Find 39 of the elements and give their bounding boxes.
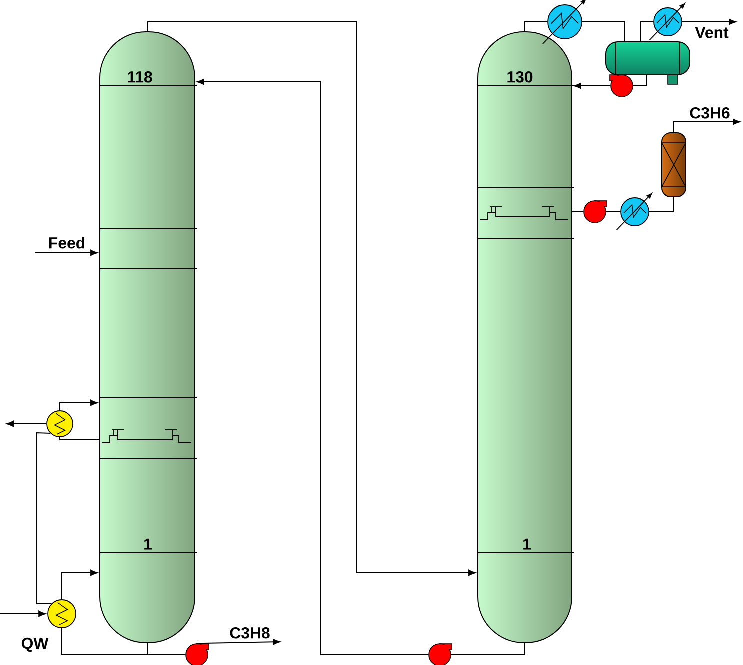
pump bbox=[610, 74, 634, 98]
flow-arrow bbox=[6, 420, 48, 428]
pipe-line bbox=[524, 22, 548, 32]
flow-arrow bbox=[197, 78, 430, 656]
pipe-line bbox=[62, 628, 149, 656]
pipe-line bbox=[450, 643, 526, 656]
flow-arrow bbox=[0, 610, 46, 618]
flow-arrow bbox=[34, 250, 98, 256]
heat-exchanger bbox=[542, 0, 586, 45]
pump bbox=[428, 644, 452, 665]
heat-exchanger bbox=[616, 193, 652, 231]
pipe-line bbox=[582, 22, 626, 42]
pipe-line bbox=[60, 436, 100, 440]
pump bbox=[584, 200, 608, 224]
flow-arrow bbox=[574, 82, 612, 90]
flow-arrow bbox=[682, 18, 737, 26]
flow-arrow bbox=[674, 118, 741, 133]
stream-label: C3H6 bbox=[688, 106, 732, 120]
stream-label: Vent bbox=[694, 26, 730, 40]
stream-label: QW bbox=[22, 638, 49, 652]
flow-arrow bbox=[62, 570, 98, 600]
heat-exchanger bbox=[46, 410, 74, 438]
pipe-line bbox=[640, 22, 654, 42]
pipe-line bbox=[147, 643, 186, 656]
pump bbox=[186, 644, 210, 665]
pipe-line bbox=[648, 197, 674, 212]
heat-exchanger bbox=[649, 3, 686, 41]
stream-label: C3H8 bbox=[228, 626, 272, 640]
pipe-line bbox=[632, 75, 648, 86]
stream-label: Feed bbox=[49, 237, 85, 249]
flow-arrow bbox=[60, 400, 98, 412]
distillation-column: 118 1 bbox=[100, 32, 198, 644]
pipe-line bbox=[36, 432, 52, 604]
flow-arrow bbox=[196, 639, 281, 646]
packed-bed-vessel bbox=[662, 132, 686, 198]
reflux-drum bbox=[606, 42, 690, 85]
heat-exchanger bbox=[48, 600, 76, 628]
distillation-column: 130 1 bbox=[478, 32, 574, 644]
flow-arrow bbox=[147, 22, 476, 576]
